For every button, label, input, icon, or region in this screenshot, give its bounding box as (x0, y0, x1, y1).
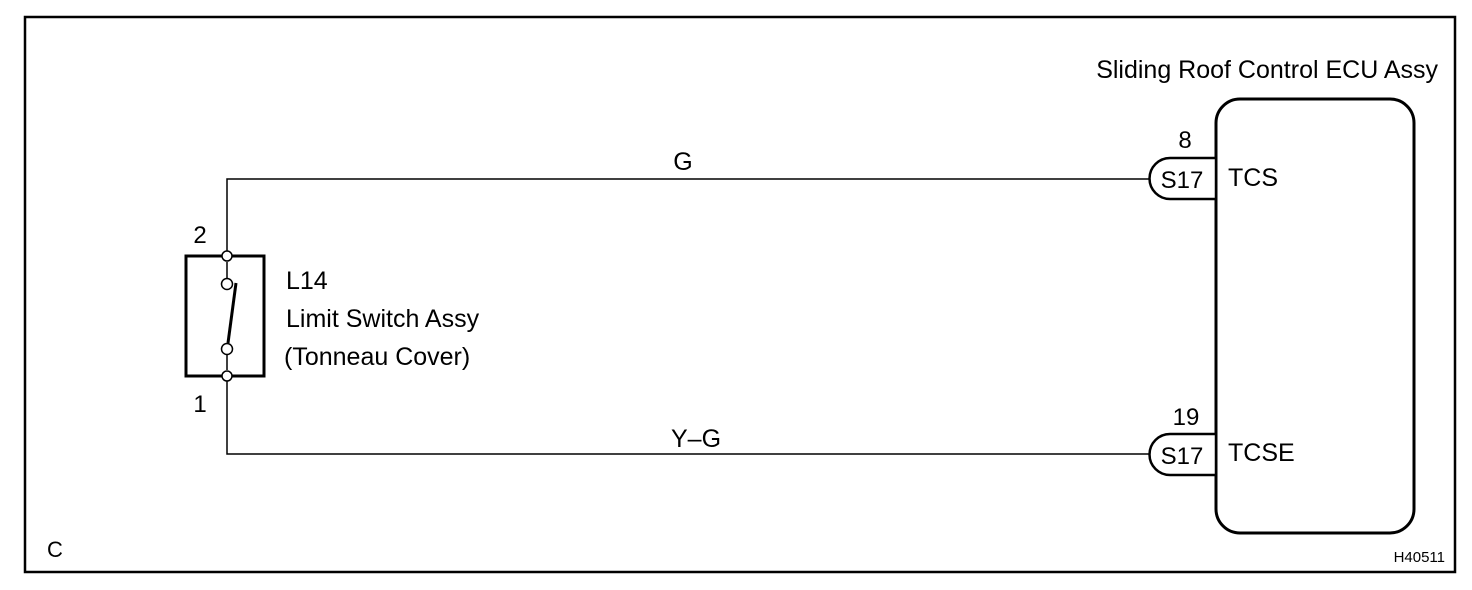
corner-label: C (47, 537, 63, 562)
wire-g (226, 178, 1150, 256)
connector-s17-pin-8: S17 (1148, 156, 1218, 201)
ecu-title: Sliding Roof Control ECU Assy (1096, 56, 1438, 84)
pin-name-tcse: TCSE (1228, 439, 1295, 467)
switch-code: L14 (286, 267, 328, 295)
switch-subtitle: (Tonneau Cover) (284, 343, 470, 371)
pin-name-tcs: TCS (1228, 164, 1278, 192)
connector-label: S17 (1161, 443, 1204, 470)
pin-number-19: 19 (1173, 404, 1200, 431)
limit-switch-box (184, 254, 266, 378)
switch-name: Limit Switch Assy (286, 305, 480, 333)
switch-pin-1: 1 (193, 391, 206, 418)
diagram-frame (23, 15, 1457, 574)
wire-label-g: G (673, 148, 692, 176)
wire-y-g (226, 376, 1150, 455)
figure-id: H40511 (1394, 549, 1445, 566)
terminal-pin-1 (221, 370, 233, 382)
connector-label: S17 (1161, 167, 1204, 194)
terminal-pin-2 (221, 250, 233, 262)
switch-pin-2: 2 (193, 222, 206, 249)
wire-label-y-g: Y–G (671, 425, 721, 453)
ecu-box (1214, 97, 1416, 535)
switch-contact-icon (220, 262, 238, 370)
pin-number-8: 8 (1178, 127, 1191, 154)
connector-s17-pin-19: S17 (1148, 432, 1218, 477)
